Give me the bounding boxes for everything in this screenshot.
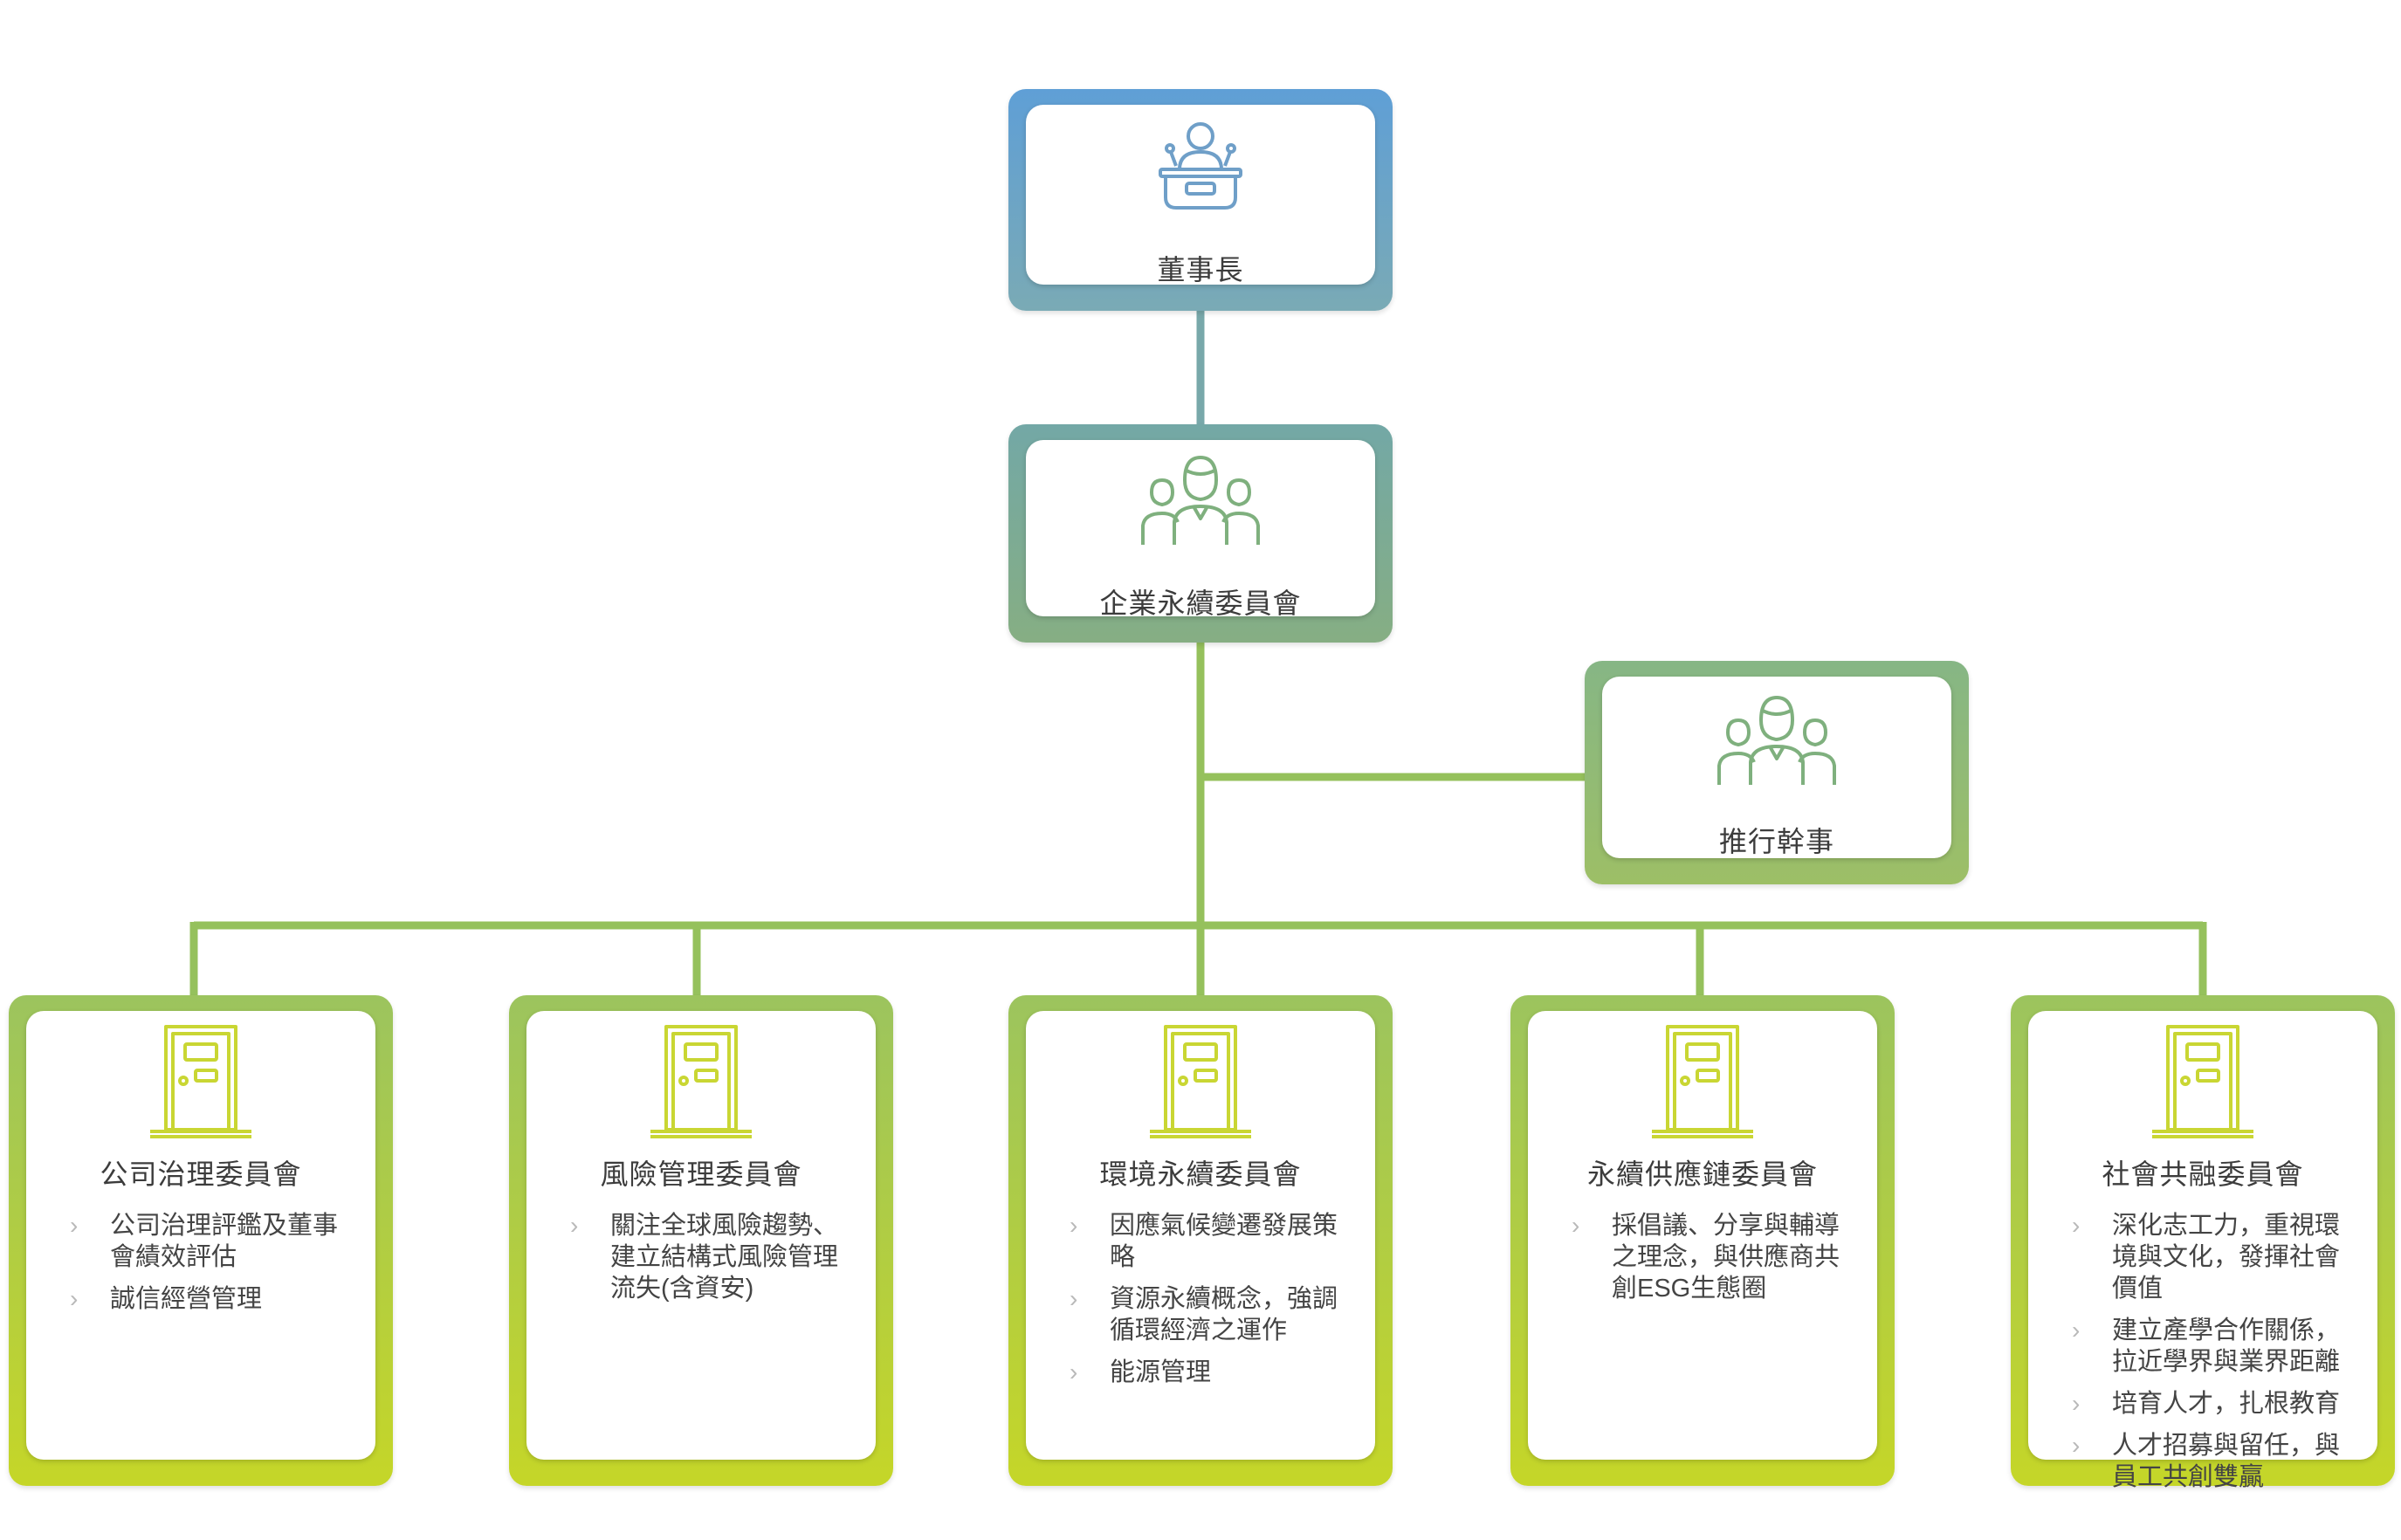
- door-icon: [150, 1025, 251, 1138]
- executive-node: 推行幹事: [1585, 661, 1969, 884]
- sub-committee-node: 社會共融委員會 ›深化志工力，重視環境與文化，發揮社會價值 ›建立產學合作關係，…: [2011, 995, 2395, 1491]
- committee-node: 企業永續委員會: [1008, 424, 1393, 643]
- sub-committee-card: 環境永續委員會 ›因應氣候變遷發展策略 ›資源永續概念，強調循環經濟之運作 ›能…: [1026, 1011, 1375, 1460]
- bullet-item: ›能源管理: [1070, 1358, 1212, 1386]
- chairman-node: 董事長: [1008, 89, 1393, 311]
- sub-committee-title: 環境永續委員會: [1099, 1158, 1302, 1190]
- bullet-item: ›採倡議、分享與輔導之理念，與供應商共創ESG生態圈: [1572, 1212, 1840, 1303]
- bullet-list: ›關注全球風險趨勢、建立結構式風險管理流失(含資安): [561, 1210, 850, 1315]
- door-icon: [1652, 1025, 1753, 1138]
- sub-committee-card: 公司治理委員會 ›公司治理評鑑及董事會績效評估 ›誠信經營管理: [26, 1011, 375, 1460]
- chevron-right-icon: ›: [570, 1212, 579, 1239]
- chevron-right-icon: ›: [70, 1212, 79, 1239]
- chevron-right-icon: ›: [1070, 1358, 1078, 1385]
- sub-committee-card: 永續供應鏈委員會 ›採倡議、分享與輔導之理念，與供應商共創ESG生態圈: [1528, 1011, 1877, 1460]
- bullet-list: ›因應氣候變遷發展策略 ›資源永續概念，強調循環經濟之運作 ›能源管理: [1061, 1210, 1349, 1399]
- chevron-right-icon: ›: [2072, 1432, 2081, 1459]
- chevron-right-icon: ›: [2072, 1212, 2081, 1239]
- bullet-list: ›公司治理評鑑及董事會績效評估 ›誠信經營管理: [61, 1210, 349, 1325]
- chevron-right-icon: ›: [1070, 1212, 1078, 1239]
- committee-card: 企業永續委員會: [1026, 440, 1375, 619]
- chairman-title: 董事長: [1157, 254, 1244, 285]
- bullet-item: ›深化志工力，重視環境與文化，發揮社會價值: [2072, 1212, 2341, 1303]
- executive-card: 推行幹事: [1602, 677, 1951, 858]
- bullet-item: ›公司治理評鑑及董事會績效評估: [70, 1212, 339, 1271]
- bullet-list: ›深化志工力，重視環境與文化，發揮社會價值 ›建立產學合作關係，拉近學界與業界距…: [2063, 1210, 2351, 1503]
- sub-committee-node: 永續供應鏈委員會 ›採倡議、分享與輔導之理念，與供應商共創ESG生態圈: [1510, 995, 1895, 1486]
- bullet-item: ›資源永續概念，強調循環經濟之運作: [1070, 1285, 1338, 1344]
- team-group-icon: [1141, 456, 1260, 545]
- bullet-list: ›採倡議、分享與輔導之理念，與供應商共創ESG生態圈: [1563, 1210, 1851, 1315]
- chevron-right-icon: ›: [1070, 1285, 1078, 1312]
- bullet-item: ›因應氣候變遷發展策略: [1070, 1212, 1338, 1271]
- sub-committee-card: 社會共融委員會 ›深化志工力，重視環境與文化，發揮社會價值 ›建立產學合作關係，…: [2028, 1011, 2377, 1491]
- bullet-item: ›誠信經營管理: [70, 1285, 263, 1313]
- bullet-item: ›關注全球風險趨勢、建立結構式風險管理流失(含資安): [570, 1212, 839, 1303]
- sub-committee-title: 風險管理委員會: [600, 1158, 802, 1190]
- sub-committee-title: 永續供應鏈委員會: [1586, 1158, 1818, 1190]
- executive-title: 推行幹事: [1718, 826, 1834, 857]
- sub-committee-node: 風險管理委員會 ›關注全球風險趨勢、建立結構式風險管理流失(含資安): [509, 995, 893, 1486]
- bullet-item: ›培育人才，扎根教育: [2072, 1390, 2341, 1418]
- committee-title: 企業永續委員會: [1099, 588, 1302, 619]
- chevron-right-icon: ›: [1572, 1212, 1580, 1239]
- bullet-item: ›人才招募與留任，與員工共創雙贏: [2072, 1432, 2341, 1491]
- sub-committee-node: 環境永續委員會 ›因應氣候變遷發展策略 ›資源永續概念，強調循環經濟之運作 ›能…: [1008, 995, 1393, 1486]
- chevron-right-icon: ›: [2072, 1390, 2081, 1417]
- door-icon: [2152, 1025, 2253, 1138]
- sub-committee-title: 公司治理委員會: [100, 1158, 302, 1190]
- door-icon: [650, 1025, 752, 1138]
- team-group-icon: [1717, 696, 1836, 785]
- sub-committee-card: 風險管理委員會 ›關注全球風險趨勢、建立結構式風險管理流失(含資安): [526, 1011, 876, 1460]
- door-icon: [1150, 1025, 1251, 1138]
- chevron-right-icon: ›: [2072, 1317, 2081, 1344]
- chairman-card: 董事長: [1026, 105, 1375, 285]
- chevron-right-icon: ›: [70, 1285, 79, 1312]
- bullet-item: ›建立產學合作關係，拉近學界與業界距離: [2072, 1317, 2341, 1376]
- speaker-podium-icon: [1159, 122, 1242, 210]
- sub-committee-node: 公司治理委員會 ›公司治理評鑑及董事會績效評估 ›誠信經營管理: [9, 995, 393, 1486]
- sub-committee-title: 社會共融委員會: [2102, 1158, 2304, 1190]
